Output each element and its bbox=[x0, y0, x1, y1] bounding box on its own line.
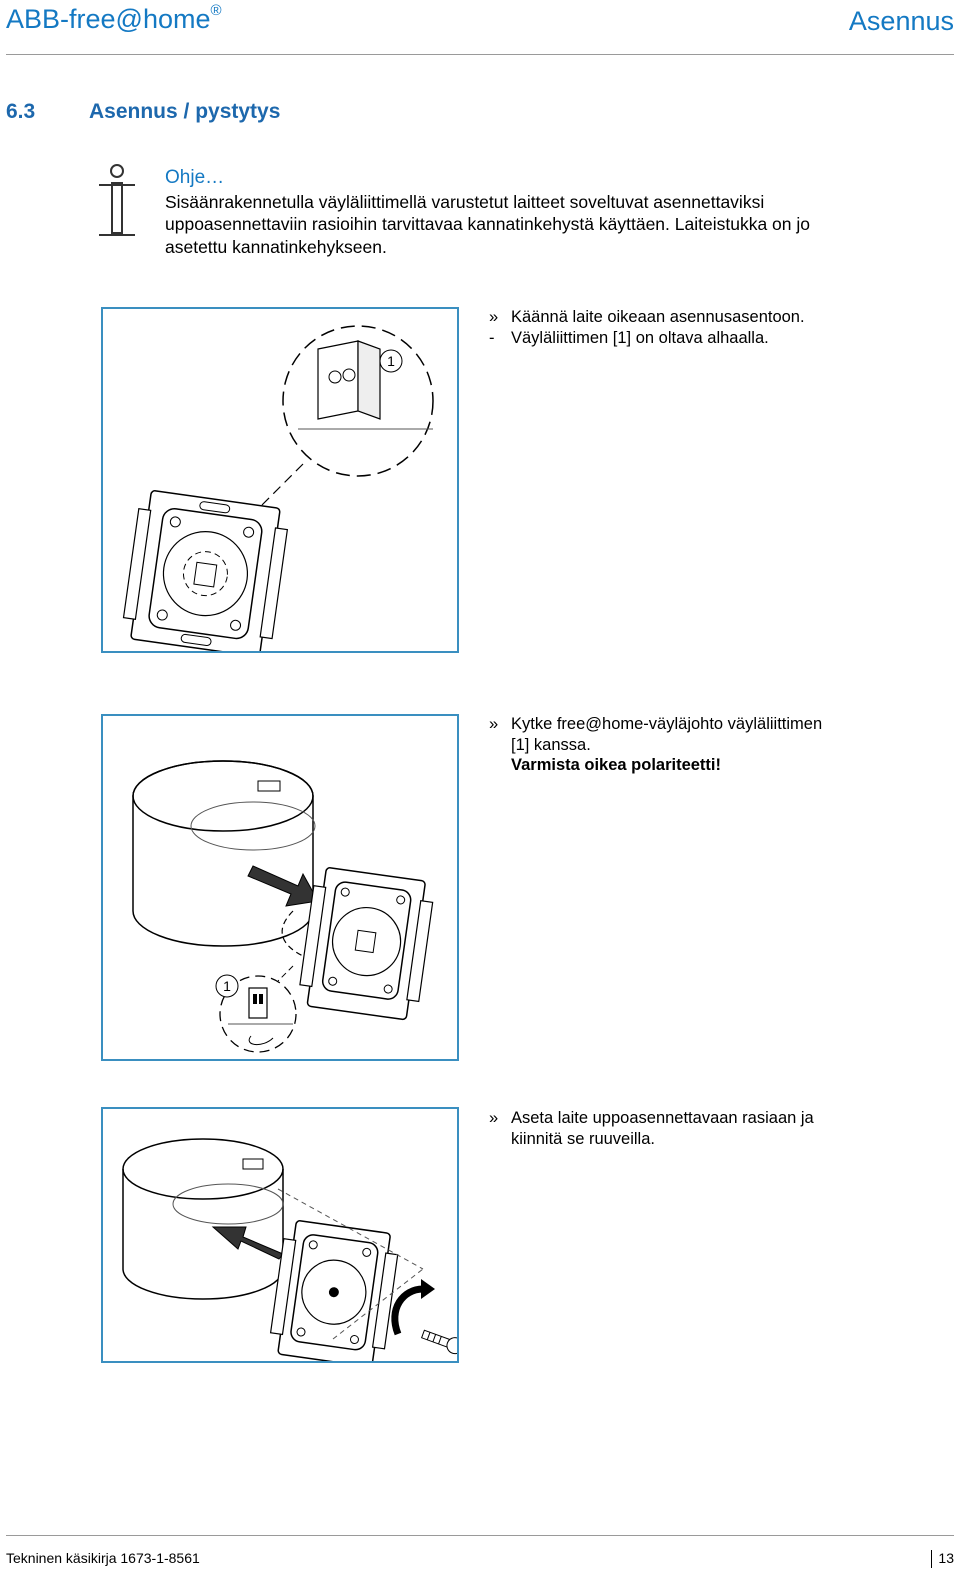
sub-step-marker: - bbox=[489, 328, 495, 347]
instruction-step-2: » Kytke free@home-väyläjohto väyläliittim… bbox=[489, 714, 949, 776]
figure-insert-device bbox=[101, 1107, 459, 1363]
instruction-step-1: » Käännä laite oikeaan asennusasentoon. -… bbox=[489, 307, 949, 348]
page-header: ABB-free@home® Asennus bbox=[6, 0, 954, 55]
step-text: Kytke free@home-väyläjohto väyläliittime… bbox=[511, 715, 823, 733]
step-text: Käännä laite oikeaan asennusasentoon. bbox=[511, 308, 805, 326]
step-marker: » bbox=[489, 715, 499, 733]
manual-reference: Tekninen käsikirja 1673-1-8561 bbox=[6, 1550, 200, 1566]
sub-step-text: Väyläliittimen [1] on oltava alhaalla. bbox=[511, 328, 769, 347]
step-text-continued: [1] kanssa. bbox=[511, 735, 591, 754]
note-title: Ohje… bbox=[165, 167, 225, 188]
registered-mark: ® bbox=[210, 2, 222, 19]
page-number: 13 bbox=[931, 1550, 954, 1568]
step-marker: » bbox=[489, 1109, 499, 1127]
section-number: 6.3 bbox=[6, 100, 36, 123]
info-note: Ohje… Sisäänrakennetulla väyläliittimell… bbox=[165, 167, 865, 258]
note-text: Sisäänrakennetulla väyläliittimellä varu… bbox=[165, 191, 810, 257]
step-marker: » bbox=[489, 308, 499, 326]
cable-connection-illustration: 1 bbox=[132, 760, 434, 1053]
section-title: Asennus bbox=[848, 6, 954, 36]
instruction-step-3: » Aseta laite uppoasennettavaan rasiaan j… bbox=[489, 1108, 949, 1149]
step-text: Aseta laite uppoasennettavaan rasiaan ja bbox=[511, 1109, 814, 1127]
callout-number: 1 bbox=[387, 353, 395, 369]
polarity-warning: Varmista oikea polariteetti! bbox=[511, 756, 721, 774]
callout-number: 1 bbox=[223, 978, 231, 994]
section-heading-title: Asennus / pystytys bbox=[89, 100, 281, 123]
device-orientation-illustration: 1 bbox=[122, 325, 434, 651]
brand-title: ABB-free@home® bbox=[6, 2, 222, 35]
figure-connect-cable: 1 bbox=[101, 714, 459, 1061]
figure-turn-device: 1 bbox=[101, 307, 459, 653]
brand-name: ABB-free@home bbox=[6, 4, 211, 34]
device-insertion-illustration bbox=[122, 1138, 457, 1361]
step-text-continued: kiinnitä se ruuveilla. bbox=[511, 1129, 655, 1148]
page-footer: Tekninen käsikirja 1673-1-8561 13 bbox=[6, 1535, 954, 1572]
section-heading: 6.3 Asennus / pystytys bbox=[6, 100, 280, 124]
info-icon bbox=[99, 164, 135, 236]
